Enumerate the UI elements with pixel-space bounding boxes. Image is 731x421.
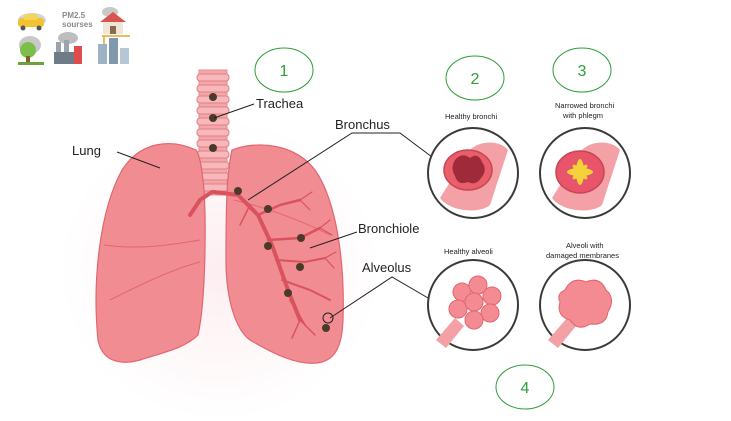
inset-healthy-bronchi: Healthy bronchi bbox=[427, 112, 519, 219]
right-lung bbox=[225, 144, 344, 364]
alveolus-pointer-ring bbox=[322, 312, 334, 324]
marker-4-label: 4 bbox=[521, 380, 530, 397]
house-icon bbox=[100, 7, 126, 34]
label-bronchiole: Bronchiole bbox=[358, 221, 419, 236]
label-narrowed-bronchi-2: with phlegm bbox=[562, 111, 603, 120]
trachea-ring bbox=[196, 150, 230, 159]
label-healthy-alveoli: Healthy alveoli bbox=[444, 247, 493, 256]
factory-icon bbox=[54, 32, 82, 64]
trachea bbox=[196, 69, 230, 196]
label-alveolus: Alveolus bbox=[362, 260, 412, 275]
label-damaged-alveoli-1: Alveoli with bbox=[566, 241, 604, 250]
marker-3-label: 3 bbox=[578, 63, 587, 80]
phlegm-icon bbox=[567, 159, 593, 185]
marker-dots bbox=[209, 93, 330, 332]
trachea-ring bbox=[196, 73, 230, 82]
left-lung-fissure-lower bbox=[109, 261, 201, 301]
inset-damaged-alveoli: Alveoli with damaged membranes bbox=[539, 241, 631, 351]
left-lung bbox=[95, 143, 206, 363]
label-damaged-alveoli-2: damaged membranes bbox=[546, 251, 619, 260]
pm25-sources-icon: PM2.5 sourses bbox=[18, 7, 130, 65]
label-bronchus: Bronchus bbox=[335, 117, 390, 132]
tree-icon bbox=[18, 36, 44, 65]
marker-1-label: 1 bbox=[280, 63, 289, 80]
inset-narrowed-bronchi: Narrowed bronchi with phlegm bbox=[539, 101, 631, 219]
label-narrowed-bronchi-1: Narrowed bronchi bbox=[555, 101, 615, 110]
construction-icon bbox=[98, 35, 130, 64]
label-trachea: Trachea bbox=[256, 96, 304, 111]
leader-lines bbox=[116, 103, 441, 319]
pm25-label: PM2.5 bbox=[62, 11, 86, 20]
trachea-ring bbox=[196, 128, 230, 137]
label-healthy-bronchi: Healthy bronchi bbox=[445, 112, 497, 121]
marker-3: 3 bbox=[552, 47, 612, 93]
car-icon bbox=[18, 13, 46, 31]
label-lung: Lung bbox=[72, 143, 101, 158]
marker-1: 1 bbox=[254, 47, 314, 93]
trachea-ring bbox=[196, 106, 230, 115]
inset-healthy-alveoli: Healthy alveoli bbox=[427, 247, 519, 351]
marker-2: 2 bbox=[445, 55, 505, 101]
marker-2-label: 2 bbox=[471, 71, 480, 88]
trachea-ring bbox=[196, 84, 230, 93]
left-lung-fissure-upper bbox=[103, 239, 201, 248]
pm25-sources-label: sourses bbox=[62, 20, 93, 29]
marker-4: 4 bbox=[495, 364, 555, 410]
